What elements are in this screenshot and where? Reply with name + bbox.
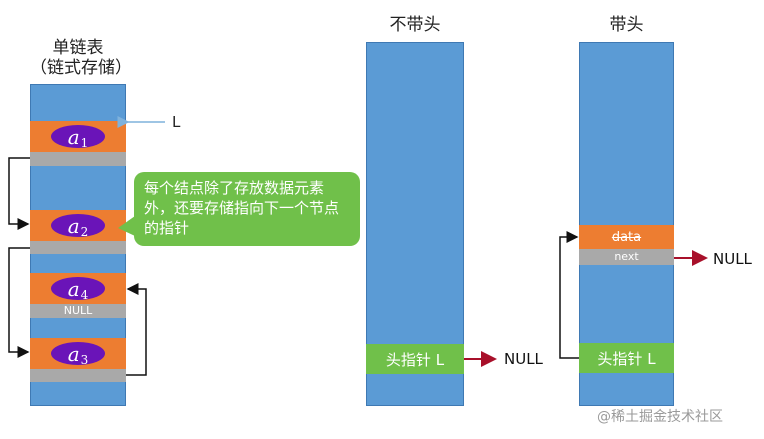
- head-pointer-to-head-node-arrow: [559, 231, 579, 359]
- node-a3-pointer: [30, 369, 126, 382]
- node-a2-letter: a: [67, 213, 80, 238]
- middle-title: 不带头: [389, 15, 441, 35]
- no-head-null-label: NULL: [504, 350, 543, 368]
- list-pointer-label: L: [172, 113, 181, 131]
- right-title: 带头: [609, 15, 644, 35]
- a3-to-a4-arrow: [126, 283, 147, 376]
- callout-pointer: [118, 216, 135, 236]
- head-node-data: data: [579, 225, 674, 249]
- a1-to-a2-arrow: [8, 157, 30, 230]
- no-head-head-pointer: 头指针 L: [366, 344, 464, 374]
- head-node-next: next: [579, 249, 674, 265]
- node-a4-letter: a: [67, 276, 80, 301]
- callout-bubble: 每个结点除了存放数据元素外，还要存储指向下一个节点的指针: [134, 172, 360, 246]
- node-a1-pointer: [30, 152, 126, 166]
- node-a2-pointer: [30, 241, 126, 254]
- node-a1-sub: 1: [80, 135, 89, 150]
- head-node-head-pointer: 头指针 L: [579, 343, 674, 373]
- callout-text: 每个结点除了存放数据元素外，还要存储指向下一个节点的指针: [144, 179, 340, 237]
- node-a3-letter: a: [67, 341, 80, 366]
- node-a3-sub: 3: [80, 352, 89, 367]
- node-a4-pointer-null: NULL: [30, 304, 126, 318]
- node-a2-sub: 2: [80, 224, 89, 239]
- head-node-null-label: NULL: [713, 250, 752, 268]
- node-a1-letter: a: [67, 124, 80, 149]
- node-a4-sub: 4: [80, 287, 89, 302]
- left-title-line2: （链式存储）: [30, 58, 132, 78]
- head-node-data-label: data: [611, 229, 642, 245]
- watermark: @稀土掘金技术社区: [597, 409, 723, 425]
- left-title: 单链表 （链式存储）: [30, 38, 132, 78]
- left-title-line1: 单链表: [52, 38, 104, 58]
- a2-to-a3-arrow: [8, 247, 30, 358]
